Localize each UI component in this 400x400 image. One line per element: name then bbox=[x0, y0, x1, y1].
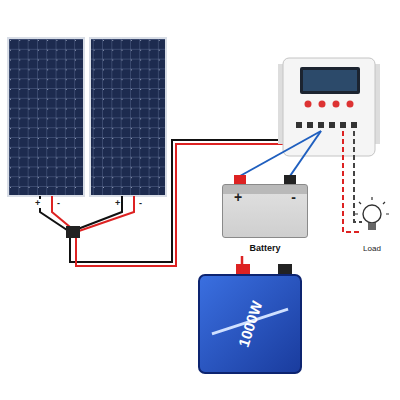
battery-wire bbox=[290, 131, 321, 176]
part-label: Battery bbox=[249, 244, 280, 253]
charge-controller bbox=[318, 122, 324, 128]
charge-controller bbox=[347, 101, 354, 108]
bulb-base bbox=[368, 223, 376, 230]
power-rating: 1000W bbox=[236, 299, 265, 349]
terminal bbox=[284, 175, 296, 184]
load-bulb: Load bbox=[352, 196, 392, 254]
y-connector-wire bbox=[66, 226, 80, 238]
charge-controller bbox=[303, 70, 357, 91]
battery-box: + - Battery bbox=[222, 184, 308, 256]
solar-panel bbox=[90, 38, 166, 196]
polarity-sign: - bbox=[138, 199, 143, 208]
charge-controller bbox=[283, 58, 375, 156]
load-wire bbox=[343, 131, 362, 232]
terminal-sign: + bbox=[234, 190, 242, 204]
y-connector-wire bbox=[76, 196, 134, 232]
charge-controller bbox=[333, 101, 340, 108]
polarity-sign: - bbox=[56, 199, 61, 208]
bulb-glass bbox=[363, 205, 381, 223]
solar-panel bbox=[8, 38, 84, 196]
part-label: Load bbox=[363, 245, 381, 253]
light-rays bbox=[355, 197, 389, 214]
charge-controller bbox=[305, 101, 312, 108]
charge-controller bbox=[278, 58, 380, 156]
charge-controller bbox=[307, 122, 313, 128]
inverter-box: 1000W bbox=[198, 274, 302, 374]
battery-wire bbox=[240, 131, 321, 176]
load-wire bbox=[343, 131, 362, 232]
terminal-sign: - bbox=[291, 190, 296, 204]
battery-wire bbox=[240, 131, 321, 176]
load-wire bbox=[354, 131, 362, 222]
charge-controller bbox=[340, 122, 346, 128]
charge-controller bbox=[319, 101, 326, 108]
terminal bbox=[234, 175, 246, 184]
solar-panel bbox=[8, 38, 166, 196]
charge-controller bbox=[296, 122, 302, 128]
terminal bbox=[278, 264, 292, 274]
charge-controller bbox=[329, 122, 335, 128]
power-wire bbox=[241, 256, 244, 274]
charge-controller bbox=[300, 67, 360, 94]
polarity-sign: + bbox=[114, 199, 121, 208]
polarity-sign: + bbox=[34, 199, 41, 208]
charge-controller bbox=[351, 122, 357, 128]
bulb-icon bbox=[352, 196, 392, 240]
